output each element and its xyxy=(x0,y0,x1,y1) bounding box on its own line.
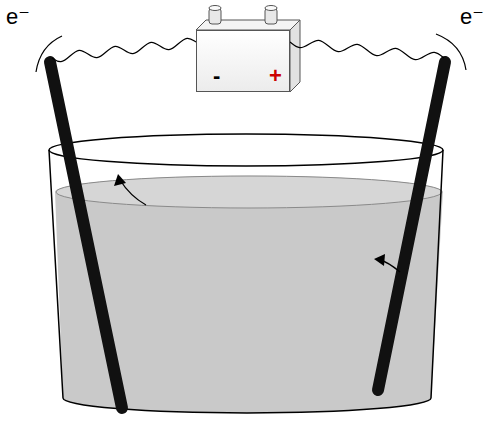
battery-terminal xyxy=(209,6,221,11)
wire xyxy=(52,38,196,61)
terminal-sign: - xyxy=(213,65,220,87)
beaker-rim xyxy=(49,134,443,166)
electron-label: e⁻ xyxy=(6,6,30,28)
terminal-sign: + xyxy=(269,65,282,87)
right-electrode xyxy=(378,62,445,390)
left-electrode xyxy=(50,62,122,408)
ion-arrow-head xyxy=(114,174,126,186)
electron-flow-arc xyxy=(36,36,62,72)
electron-flow-arc xyxy=(436,34,466,70)
electron-label: e⁻ xyxy=(460,6,484,28)
ion-arrow xyxy=(120,180,146,205)
wire xyxy=(290,40,444,59)
battery: -+ xyxy=(196,30,290,92)
liquid-surface xyxy=(56,176,442,208)
battery-terminal xyxy=(265,6,277,11)
battery-side xyxy=(290,20,300,92)
ion-arrow-head xyxy=(374,254,385,266)
